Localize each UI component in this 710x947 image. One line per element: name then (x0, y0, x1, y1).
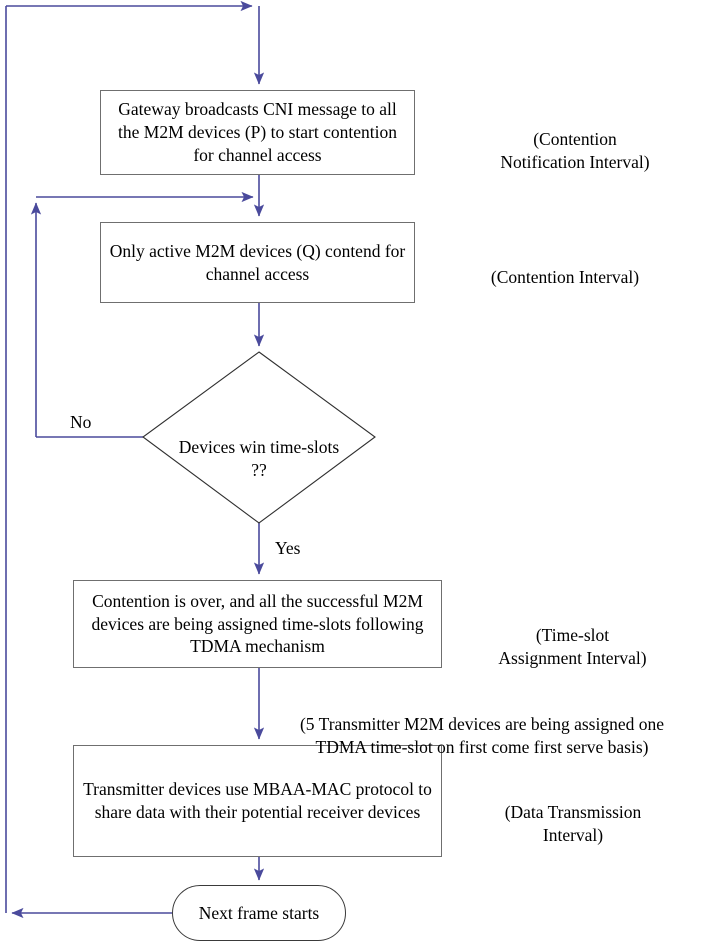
edge-loop-top (5, 0, 265, 913)
node-active-contend-label: Only active M2M devices (Q) contend for … (109, 240, 406, 284)
node-data-transmission[interactable]: Transmitter devices use MBAA-MAC protoco… (73, 745, 442, 857)
annotation-ci-text: (Contention Interval) (490, 266, 640, 287)
annotation-contention-interval: (Contention Interval) (440, 243, 690, 289)
edge-no-branch (30, 191, 254, 438)
decision-diamond-shape (142, 351, 376, 524)
edge-label-no-text: No (70, 412, 92, 432)
node-next-frame-label: Next frame starts (198, 902, 320, 923)
annotation-tsai-text: (Time-slot Assignment Interval) (498, 624, 647, 668)
node-win-timeslots[interactable]: Devices win time-slots ?? (169, 413, 349, 481)
node-cni-broadcast-label: Gateway broadcasts CNI message to all th… (118, 99, 397, 165)
annotation-tdma-note-text: (5 Transmitter M2M devices are being ass… (299, 713, 665, 757)
edge-label-yes-text: Yes (275, 538, 301, 558)
node-next-frame[interactable]: Next frame starts (172, 885, 346, 941)
annotation-dti-text: (Data Transmission Interval) (504, 801, 642, 845)
edge-label-no: No (70, 412, 92, 432)
node-assign-timeslots-label: Contention is over, and all the successf… (91, 590, 424, 657)
annotation-timeslot-assignment-interval: (Time-slot Assignment Interval) (455, 601, 690, 669)
node-assign-timeslots[interactable]: Contention is over, and all the successf… (73, 580, 442, 668)
annotation-contention-notification-interval: (Contention Notification Interval) (455, 105, 695, 173)
edge-label-yes: Yes (275, 538, 301, 558)
annotation-data-transmission-interval: (Data Transmission Interval) (458, 778, 688, 846)
annotation-tdma-assignment-note: (5 Transmitter M2M devices are being ass… (262, 690, 702, 758)
node-win-timeslots-label: Devices win time-slots ?? (178, 436, 340, 480)
node-cni-broadcast[interactable]: Gateway broadcasts CNI message to all th… (100, 90, 415, 175)
node-data-transmission-label: Transmitter devices use MBAA-MAC protoco… (83, 779, 432, 822)
node-active-contend[interactable]: Only active M2M devices (Q) contend for … (100, 222, 415, 303)
annotation-cni-text: (Contention Notification Interval) (500, 128, 650, 172)
